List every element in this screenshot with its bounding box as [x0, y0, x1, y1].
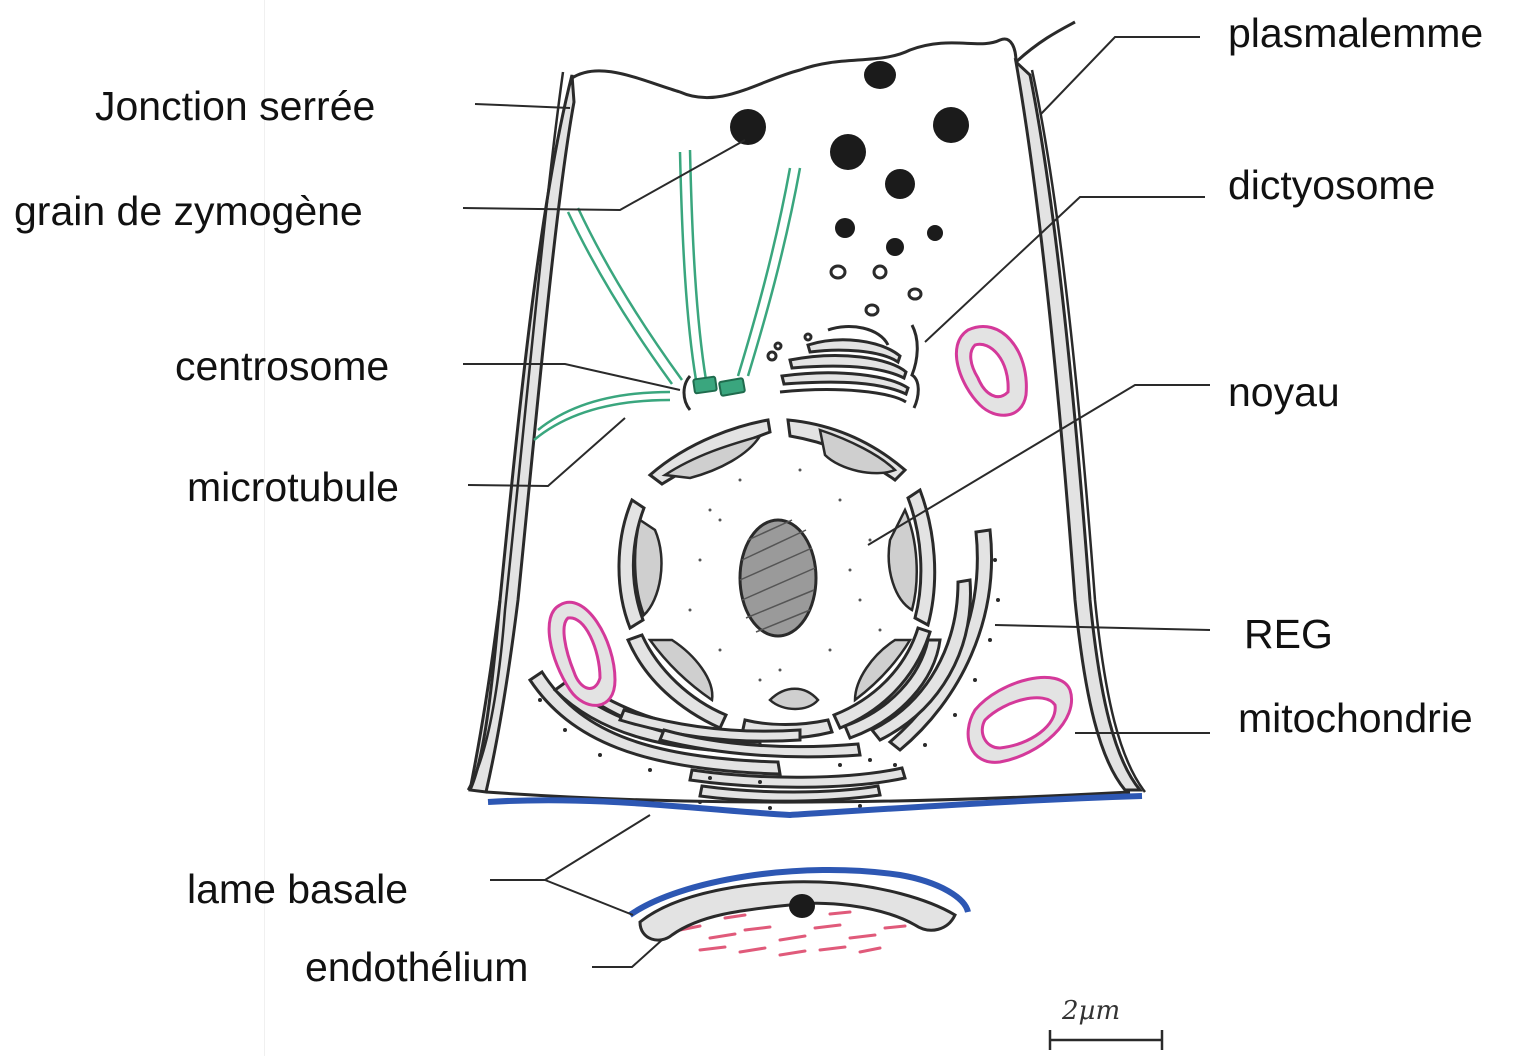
label-plasmalemme: plasmalemme	[1228, 13, 1483, 54]
label-centrosome: centrosome	[175, 346, 389, 387]
label-noyau: noyau	[1228, 372, 1340, 413]
label-grain-zymogene: grain de zymogène	[14, 191, 363, 232]
label-dictyosome: dictyosome	[1228, 165, 1435, 206]
nucleus	[619, 416, 935, 738]
label-mitochondrie: mitochondrie	[1238, 698, 1473, 739]
label-lame-basale: lame basale	[187, 869, 408, 910]
label-microtubule: microtubule	[187, 467, 399, 508]
label-reg: REG	[1244, 614, 1333, 655]
leader-centrosome	[463, 364, 680, 390]
endothelial-nucleus	[789, 894, 815, 918]
leader-jonction-serree	[475, 104, 570, 108]
apical-outer-line	[1016, 22, 1075, 62]
dictyosome-stacks	[780, 325, 918, 408]
label-scale: 2µm	[1062, 998, 1120, 1024]
label-endothelium: endothélium	[305, 947, 528, 988]
centrioles	[684, 376, 745, 410]
leader-reg	[995, 625, 1210, 630]
leader-microtubule	[468, 418, 625, 486]
leader-plasmalemme	[1040, 37, 1200, 115]
leader-grain-zymogene	[463, 140, 745, 210]
label-jonction-serree: Jonction serrée	[95, 86, 375, 127]
scale-bar	[1050, 1030, 1162, 1050]
microtubules	[534, 150, 800, 440]
erythrocyte-strokes	[680, 912, 905, 955]
leader-lame-basale	[490, 815, 650, 915]
nucleolus	[740, 520, 816, 636]
leader-endothelium	[592, 940, 662, 967]
zymogen-granules	[730, 61, 969, 256]
